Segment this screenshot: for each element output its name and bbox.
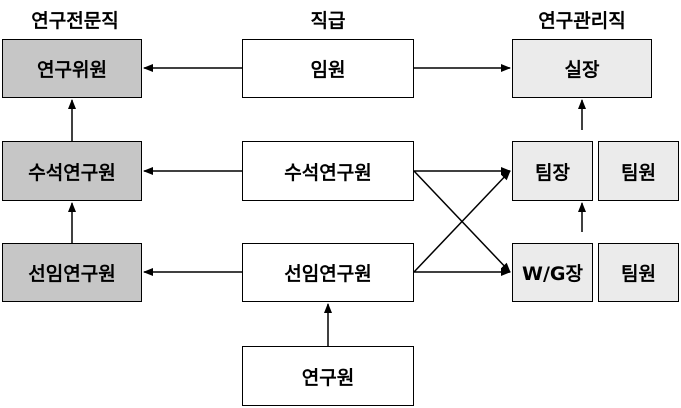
mgmt-team-member-box: 팀원 <box>598 141 679 201</box>
header-research-track: 연구전문직 <box>31 10 119 32</box>
rank-researcher-box: 연구원 <box>242 346 414 406</box>
research-principal-box: 수석연구원 <box>2 141 142 201</box>
research-fellow-box: 연구위원 <box>2 39 142 98</box>
mgmt-team-leader-box: 팀장 <box>512 141 593 201</box>
mgmt-director-box: 실장 <box>512 39 652 98</box>
header-rank: 직급 <box>310 10 346 32</box>
arrow-senior-to-team-leader <box>413 170 511 273</box>
header-management-track: 연구관리직 <box>538 10 626 32</box>
rank-principal-box: 수석연구원 <box>242 141 414 201</box>
mgmt-workgroup-leader-box: W/G장 <box>512 243 593 302</box>
rank-senior-box: 선임연구원 <box>242 243 414 302</box>
mgmt-workgroup-member-box: 팀원 <box>598 243 679 302</box>
rank-executive-box: 임원 <box>242 39 414 98</box>
research-senior-box: 선임연구원 <box>2 243 142 302</box>
